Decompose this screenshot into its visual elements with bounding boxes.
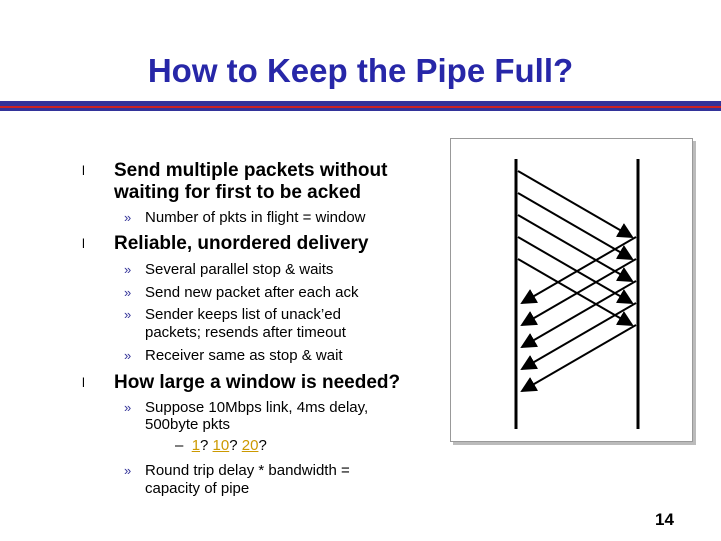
- window-options-line: – 1? 10? 20?: [175, 437, 267, 455]
- sub-bullet-marker: »: [124, 285, 132, 300]
- dash: –: [175, 437, 184, 454]
- sub-bullet-text: 500byte pkts: [145, 416, 231, 433]
- sub-bullet-marker: »: [124, 210, 132, 225]
- sub-bullet-text: packets; resends after timeout: [145, 324, 346, 341]
- ack-arrow: [520, 324, 637, 393]
- sub-bullet-text: Number of pkts in flight = window: [145, 209, 366, 226]
- sub-bullet-marker: »: [124, 262, 132, 277]
- sub-bullet-marker: »: [124, 348, 132, 363]
- page-number: 14: [655, 510, 674, 529]
- sub-bullet-text: Several parallel stop & waits: [145, 261, 334, 278]
- sub-bullet-text: Suppose 10Mbps link, 4ms delay,: [145, 399, 369, 416]
- option-1: 1: [191, 437, 201, 454]
- title-rule-blue-lower: [0, 108, 721, 111]
- bullet-text: Send multiple packets without: [114, 160, 388, 181]
- bullet-text: waiting for first to be acked: [114, 182, 362, 203]
- slide-title: How to Keep the Pipe Full?: [147, 52, 574, 89]
- bullet-text: Reliable, unordered delivery: [114, 233, 369, 254]
- ack-arrow: [520, 302, 637, 371]
- ack-arrow: [520, 280, 637, 349]
- question-mark: ?: [200, 437, 209, 454]
- bullet-marker: l: [82, 163, 85, 178]
- sub-bullet-text: Sender keeps list of unack’ed: [145, 306, 341, 323]
- sub-bullet-text: Send new packet after each ack: [145, 284, 359, 301]
- bullet-text: How large a window is needed?: [114, 372, 401, 393]
- sub-bullet-marker: »: [124, 400, 132, 415]
- title-rule-red: [0, 106, 721, 108]
- packet-arrow: [517, 236, 634, 305]
- sliding-window-diagram: [450, 138, 693, 442]
- ack-arrow: [520, 258, 637, 327]
- option-10: 10: [212, 437, 230, 454]
- packet-arrow: [517, 192, 634, 261]
- sub-bullet-text: Receiver same as stop & wait: [145, 347, 343, 364]
- sub-bullet-text: capacity of pipe: [145, 480, 250, 497]
- question-mark: ?: [258, 437, 267, 454]
- sub-bullet-marker: »: [124, 463, 132, 478]
- packet-arrow: [517, 258, 634, 327]
- sub-bullet-text: Round trip delay * bandwidth =: [145, 462, 350, 479]
- title-rule-blue: [0, 101, 721, 106]
- sub-bullet-marker: »: [124, 307, 132, 322]
- option-20: 20: [241, 437, 259, 454]
- ack-arrow: [520, 236, 637, 305]
- bullet-marker: l: [82, 236, 85, 251]
- timeline-svg: [514, 159, 640, 429]
- bullet-marker: l: [82, 375, 85, 390]
- packet-arrow: [517, 170, 634, 239]
- packet-arrow: [517, 214, 634, 283]
- question-mark: ?: [229, 437, 238, 454]
